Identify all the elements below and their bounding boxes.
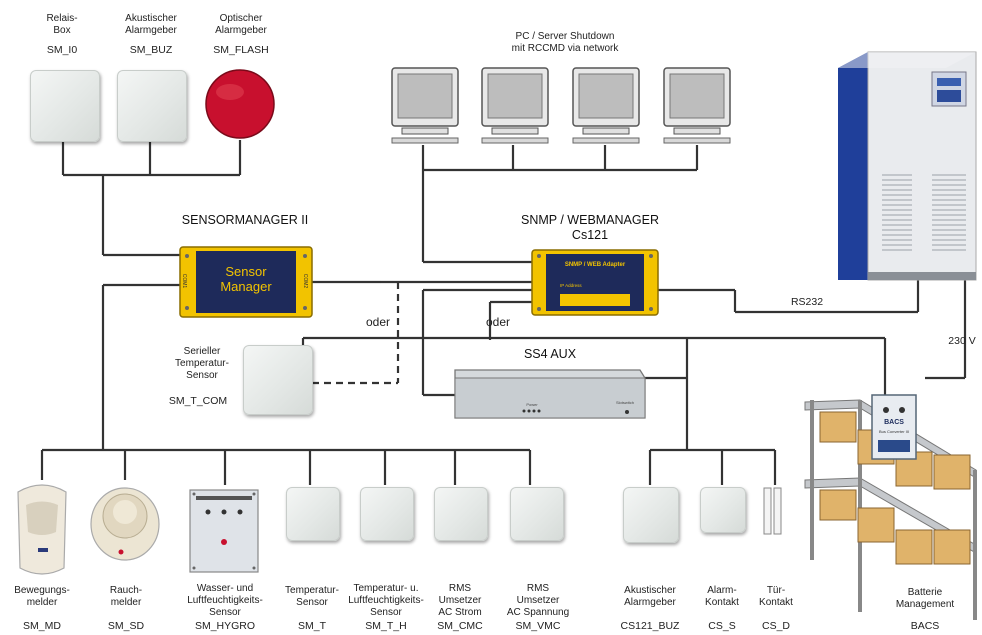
optical-alarm-code: SM_FLASH — [213, 44, 269, 56]
bacs-code: BACS — [910, 620, 940, 632]
relais-box-device — [30, 70, 100, 142]
snmp-title: SNMP / WEBMANAGER Cs121 — [521, 213, 659, 242]
door-contact-device — [763, 487, 782, 535]
sensormanager-port-left: COM1 — [181, 273, 187, 289]
pc-monitors — [391, 67, 731, 144]
ss4-right-text: Slotswitch — [615, 400, 634, 405]
oder-label-1: oder — [365, 315, 391, 329]
relais-box-code: SM_I0 — [46, 44, 78, 56]
sensormanager-title: SENSORMANAGER II — [181, 213, 309, 227]
smoke-detector-device — [90, 487, 160, 561]
serial-temp-sensor-device — [243, 345, 313, 415]
temp-sensor-device — [286, 487, 340, 541]
motion-detector-device — [17, 484, 67, 575]
bottom-code-hygro: SM_HYGRO — [194, 620, 256, 632]
rms-current-device — [434, 487, 488, 541]
snmp-sub-text: IP Address — [560, 283, 582, 288]
bacs-label: Batterie Management — [895, 587, 955, 610]
ss4-front-text: Power — [526, 402, 538, 407]
bottom-label-cs121-buzzer: Akustischer Alarmgeber — [624, 585, 676, 608]
snmp-adapter-device — [531, 249, 659, 316]
bacs-module-title: BACS — [884, 419, 904, 426]
bottom-label-temp-humidity: Temperatur- u. Luftfeuchtigkeits- Sensor — [348, 583, 424, 618]
rms-voltage-device — [510, 487, 564, 541]
acoustic-alarm-code: SM_BUZ — [129, 44, 173, 56]
optical-alarm-label: Optischer Alarmgeber — [215, 13, 267, 36]
sensormanager-port-right: COM2 — [302, 273, 308, 289]
bottom-code-temp-humidity: SM_T_H — [365, 620, 407, 632]
sensormanager-device — [179, 246, 313, 318]
rs232-label: RS232 — [790, 296, 824, 308]
bottom-code-alarm-contact: CS_S — [708, 620, 736, 632]
acoustic-alarm-label: Akustischer Alarmgeber — [125, 13, 177, 36]
bottom-label-rms-current: RMS Umsetzer AC Strom — [438, 583, 482, 618]
cs121-buzzer-device — [623, 487, 679, 543]
bottom-code-door-contact: CS_D — [761, 620, 790, 632]
bottom-code-cs121-buzzer: CS121_BUZ — [620, 620, 680, 632]
bottom-label-rms-voltage: RMS Umsetzer AC Spannung — [506, 583, 570, 618]
bottom-code-temp: SM_T — [297, 620, 326, 632]
snmp-panel-text: SNMP / WEB Adapter — [564, 262, 626, 268]
bottom-code-smoke: SM_SD — [107, 620, 145, 632]
temp-humidity-sensor-device — [360, 487, 414, 541]
sensormanager-screen-text: Sensor Manager — [220, 264, 272, 294]
bacs-module-sub: Bus Converter III — [878, 429, 909, 434]
bottom-label-alarm-contact: Alarm- Kontakt — [705, 585, 739, 608]
hygro-sensor-device — [189, 489, 259, 573]
bottom-label-smoke: Rauch- melder — [109, 585, 143, 608]
connection-lines — [40, 140, 967, 485]
bottom-code-rms-current: SM_CMC — [437, 620, 483, 632]
ups-cabinet — [838, 51, 977, 281]
bottom-code-rms-voltage: SM_VMC — [515, 620, 561, 632]
relais-box-label: Relais- Box — [46, 13, 78, 36]
acoustic-alarm-device — [117, 70, 187, 142]
bottom-code-motion: SM_MD — [23, 620, 61, 632]
bottom-label-door-contact: Tür- Kontakt — [759, 585, 793, 608]
dashed-alternative-lines — [312, 282, 400, 385]
voltage-label: 230 V — [948, 335, 976, 347]
bottom-label-temp: Temperatur- Sensor — [285, 585, 339, 608]
battery-rack — [804, 394, 977, 620]
bottom-label-motion: Bewegungs- melder — [14, 585, 70, 608]
pc-shutdown-label: PC / Server Shutdown mit RCCMD via netwo… — [511, 31, 619, 54]
serial-sensor-label: Serieller Temperatur- Sensor — [175, 346, 229, 381]
serial-sensor-code: SM_T_COM — [168, 395, 228, 407]
ss4-aux-title: SS4 AUX — [523, 347, 577, 361]
oder-label-2: oder — [485, 315, 511, 329]
ss4-aux-device — [454, 369, 646, 419]
alarm-contact-device — [700, 487, 746, 533]
bottom-label-hygro: Wasser- und Luftfeuchtigkeits- Sensor — [187, 583, 263, 618]
optical-alarm-device — [205, 69, 275, 139]
